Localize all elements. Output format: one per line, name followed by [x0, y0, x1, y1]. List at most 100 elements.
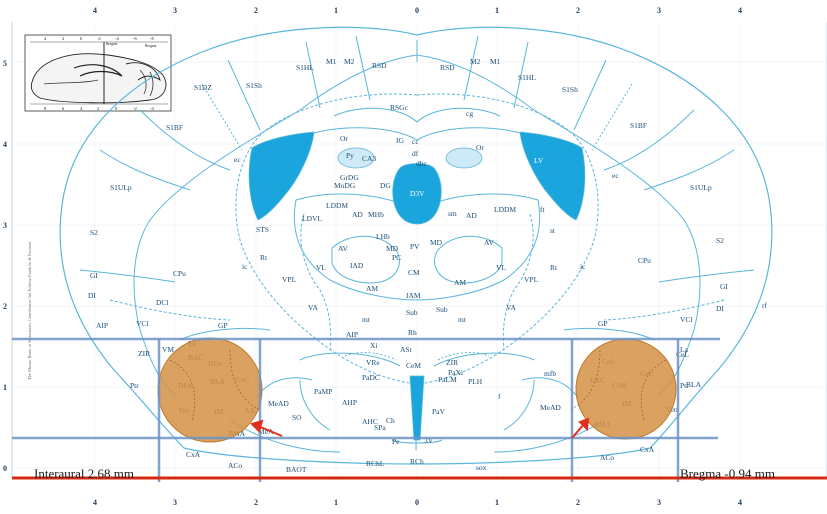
- structure-label: RSGc: [390, 103, 409, 112]
- bottom-tick: 3: [657, 498, 661, 507]
- left-tick: 0: [3, 464, 7, 473]
- structure-label: MD: [430, 238, 443, 247]
- structure-label: CeM: [406, 361, 421, 370]
- structure-label: IAD: [350, 261, 364, 270]
- left-tick: 2: [3, 302, 7, 311]
- structure-label: SPa: [374, 423, 386, 432]
- structure-label: S1HL: [518, 73, 536, 82]
- bottom-tick: 4: [93, 498, 97, 507]
- structure-label: RSD: [372, 61, 387, 70]
- inset-bregma-label-2: Bregma: [145, 44, 157, 48]
- structure-label: CxA: [186, 450, 201, 459]
- inset-top-tick: 2: [62, 36, 64, 41]
- structure-label: Or: [476, 143, 484, 152]
- structure-label: st: [550, 226, 556, 235]
- top-tick: 2: [254, 6, 258, 15]
- structure-label: Or: [340, 134, 348, 143]
- structure-label: GrDG: [340, 173, 359, 182]
- inset-top-tick: 0: [80, 36, 83, 41]
- structure-label: VL: [496, 263, 506, 272]
- structure-label: cg: [466, 109, 473, 118]
- structure-label: PaLM: [438, 375, 457, 384]
- structure-label: AD: [352, 210, 363, 219]
- structure-label: AM: [454, 278, 466, 287]
- structure-label: LV: [534, 156, 544, 165]
- red-arrows: [250, 417, 590, 439]
- structure-label: ACo: [228, 461, 242, 470]
- inset-bottom-tick: 0: [115, 106, 118, 111]
- structure-label: Xi: [370, 341, 378, 350]
- structure-label: IG: [396, 136, 404, 145]
- structure-label: SO: [292, 413, 302, 422]
- bottom-tick: 1: [334, 498, 338, 507]
- structure-label: LDDM: [326, 201, 348, 210]
- right-roi-circle: [575, 338, 677, 440]
- structure-label: PC: [392, 253, 401, 262]
- structure-label: Ch: [386, 416, 395, 425]
- structure-label: CM: [408, 268, 420, 277]
- structure-label: PaXi: [448, 368, 463, 377]
- structure-label: S1ULp: [690, 183, 712, 192]
- structure-label: DG: [380, 181, 391, 190]
- left-roi-circle: [157, 337, 263, 443]
- top-tick: 0: [415, 6, 419, 15]
- structure-label: MD: [386, 244, 399, 253]
- structure-label: BLA: [686, 380, 702, 389]
- structure-label: MoDG: [334, 181, 356, 190]
- structure-label: S2: [90, 228, 98, 237]
- structure-label: BAOT: [286, 465, 307, 474]
- structure-label: ft: [540, 205, 545, 214]
- structure-label: Pe: [392, 437, 400, 446]
- bottom-tick: 0: [415, 498, 419, 507]
- inset-bottom-tick: 8: [44, 106, 47, 111]
- structure-label: M2: [344, 57, 355, 66]
- structure-label: CxA: [640, 445, 655, 454]
- structure-label: VCl: [136, 319, 149, 328]
- structure-label: MHb: [368, 210, 384, 219]
- structure-label: PV: [410, 242, 420, 251]
- structure-label: ZIR: [138, 349, 150, 358]
- structure-label: AM: [366, 284, 378, 293]
- inset-top-tick: -6: [133, 36, 137, 41]
- structure-label: S1Sh: [246, 81, 262, 90]
- structure-label: AHP: [342, 398, 357, 407]
- structure-label: ic: [242, 262, 248, 271]
- structure-label: S1HL: [296, 63, 314, 72]
- top-tick: 1: [334, 6, 338, 15]
- vertical-caption: The Mouse Brain in Stereotaxic Coordinat…: [27, 242, 32, 380]
- inset-bottom-tick: 4: [80, 106, 83, 111]
- structure-label: VA: [308, 303, 318, 312]
- structure-label: mt: [362, 315, 371, 324]
- top-tick: 2: [576, 6, 580, 15]
- structure-label: S1ULp: [110, 183, 132, 192]
- structure-label: VCl: [680, 315, 693, 324]
- inset-top-tick: -4: [115, 36, 119, 41]
- structure-label: Py: [346, 151, 354, 160]
- structure-label: VM: [162, 345, 174, 354]
- inset-top-tick: -2: [97, 36, 101, 41]
- structure-label: RChL: [366, 459, 385, 468]
- sagittal-inset: 4 2 0 -2 -4 -6 -8 8 6 4 2 0 -2 -4 Bregma…: [24, 34, 172, 112]
- structure-label: 3V: [424, 436, 434, 445]
- inset-bottom-tick: 2: [97, 106, 99, 111]
- structure-label: CPu: [173, 269, 186, 278]
- structure-label: df: [412, 149, 419, 158]
- structure-label: LDDM: [494, 205, 516, 214]
- bottom-tick: 3: [173, 498, 177, 507]
- structure-label: Sub: [436, 305, 448, 314]
- interaural-label: Interaural 2.68 mm: [34, 466, 134, 481]
- inset-top-tick: 4: [44, 36, 47, 41]
- structure-label: Rh: [408, 328, 417, 337]
- structure-label: dhc: [416, 159, 428, 168]
- structure-label: DI: [88, 291, 96, 300]
- structure-label: mfb: [544, 369, 556, 378]
- structure-label: GI: [90, 271, 98, 280]
- bottom-tick: 2: [254, 498, 258, 507]
- structure-label: STS: [256, 225, 269, 234]
- structure-label: Rt: [260, 253, 268, 262]
- structure-label: D3V: [410, 189, 425, 198]
- structure-label: GP: [218, 321, 228, 330]
- structure-label: S1DZ: [194, 83, 212, 92]
- structure-label: MeAD: [268, 399, 289, 408]
- structure-label: mt: [458, 315, 467, 324]
